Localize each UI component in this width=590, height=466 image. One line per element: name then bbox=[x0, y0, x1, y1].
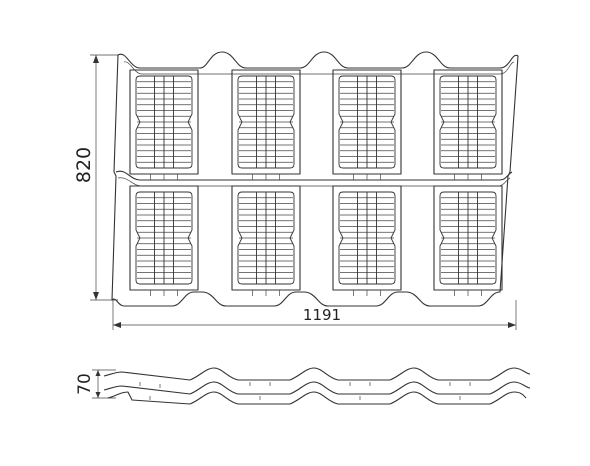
cell-panel-outline bbox=[439, 75, 497, 169]
solar-cell-module bbox=[231, 69, 301, 180]
thickness-dimension: 70 bbox=[75, 369, 116, 399]
tile-side-view bbox=[103, 367, 531, 405]
cell-panel-outline bbox=[237, 75, 295, 169]
thickness-arrow-top bbox=[95, 370, 101, 376]
width-arrow-right bbox=[508, 322, 516, 328]
solar-cell-module bbox=[433, 185, 503, 296]
width-dimension-label: 1191 bbox=[303, 306, 341, 324]
side-profile-ribs bbox=[139, 382, 471, 400]
side-profile-bottom bbox=[103, 381, 531, 395]
width-arrow-left bbox=[113, 322, 121, 328]
side-profile-top bbox=[103, 367, 531, 381]
solar-cell-module bbox=[332, 185, 402, 296]
side-profile-base bbox=[107, 391, 527, 405]
height-arrow-bottom bbox=[93, 292, 99, 300]
thickness-dimension-label: 70 bbox=[75, 373, 95, 395]
tile-inner-top-line bbox=[123, 61, 515, 75]
solar-cell-module bbox=[231, 185, 301, 296]
height-dimension: 820 bbox=[73, 54, 118, 301]
solar-cell-module bbox=[332, 69, 402, 180]
tile-overlap-line bbox=[115, 170, 513, 181]
solar-cells-grid bbox=[129, 69, 503, 296]
solar-cell-module bbox=[129, 69, 199, 180]
solar-cell-module bbox=[129, 185, 199, 296]
cell-panel-outline bbox=[237, 191, 295, 285]
cell-panel-outline bbox=[338, 75, 396, 169]
tile-overlap-line-inner bbox=[117, 177, 511, 187]
tile-outline bbox=[111, 51, 519, 307]
height-arrow-top bbox=[93, 55, 99, 63]
height-dimension-label: 820 bbox=[73, 147, 95, 183]
solar-cell-module bbox=[433, 69, 503, 180]
cell-panel-outline bbox=[135, 75, 193, 169]
tile-top-view bbox=[111, 51, 519, 307]
thickness-arrow-bottom bbox=[95, 392, 101, 398]
width-dimension: 1191 bbox=[112, 300, 517, 330]
cell-panel-outline bbox=[439, 191, 497, 285]
cell-panel-outline bbox=[338, 191, 396, 285]
cell-panel-outline bbox=[135, 191, 193, 285]
